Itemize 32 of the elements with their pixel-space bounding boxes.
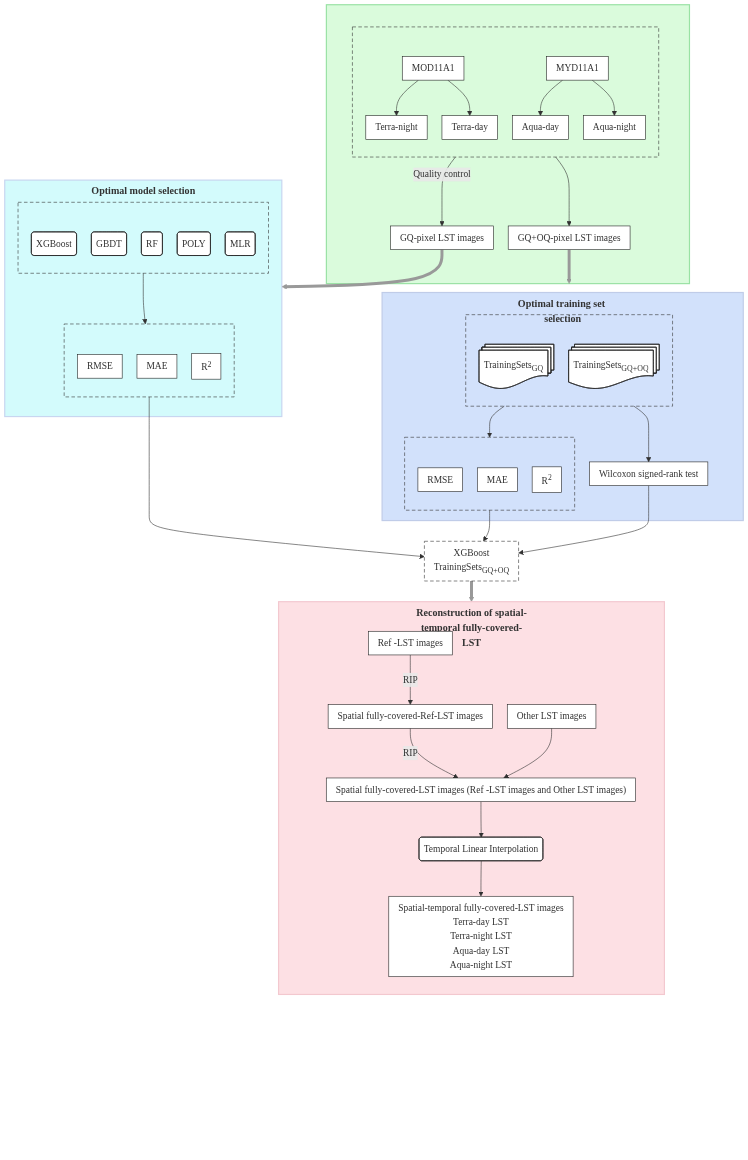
node-box: Aqua-day — [512, 115, 569, 140]
edge-label: RIP — [402, 747, 418, 758]
cluster — [352, 26, 659, 158]
node-box: RMSE — [77, 354, 123, 379]
node-box: Wilcoxon signed-rank test — [589, 461, 709, 486]
node-box: R$^{2}$ — [191, 353, 222, 380]
node-box: RMSE — [417, 467, 463, 492]
node-box: MYD11A1 — [546, 56, 609, 81]
node-box: Terra-day — [441, 115, 498, 140]
node-box: Aqua-night — [583, 115, 646, 140]
node-box: MAE — [136, 354, 178, 379]
node-box: R$^{2}$ — [531, 466, 562, 493]
cluster — [404, 436, 575, 511]
cluster — [465, 314, 673, 407]
edge-label: RIP — [402, 674, 418, 685]
arrow — [281, 249, 444, 290]
cluster — [17, 202, 269, 274]
node-box: XGBoost TrainingSets$_{GQ+OQ}$ — [424, 540, 519, 582]
node-box: GQ+OQ-pixel LST images — [507, 225, 631, 250]
node-box: Other LST images — [506, 704, 597, 729]
node-box: Spatial fully-covered-LST images (Ref -LST images and Other LST images) — [326, 777, 636, 802]
cluster — [63, 323, 235, 398]
edge-label: Quality control — [413, 169, 471, 180]
node-box: MAE — [477, 467, 518, 492]
node-box: MOD11A1 — [401, 56, 465, 81]
node-box: GQ-pixel LST images — [390, 225, 494, 250]
arrow — [468, 581, 475, 602]
node-box: Spatial fully-covered-Ref-LST images — [327, 704, 493, 729]
node-box: Ref -LST images — [368, 631, 453, 656]
arrow — [566, 249, 572, 284]
node-box: Spatial-temporal fully-covered-LST images Terra-day LST Terra-night LST Aqua-day LST Aqua-night LST — [388, 895, 574, 977]
node-box: Terra-night — [365, 115, 428, 140]
